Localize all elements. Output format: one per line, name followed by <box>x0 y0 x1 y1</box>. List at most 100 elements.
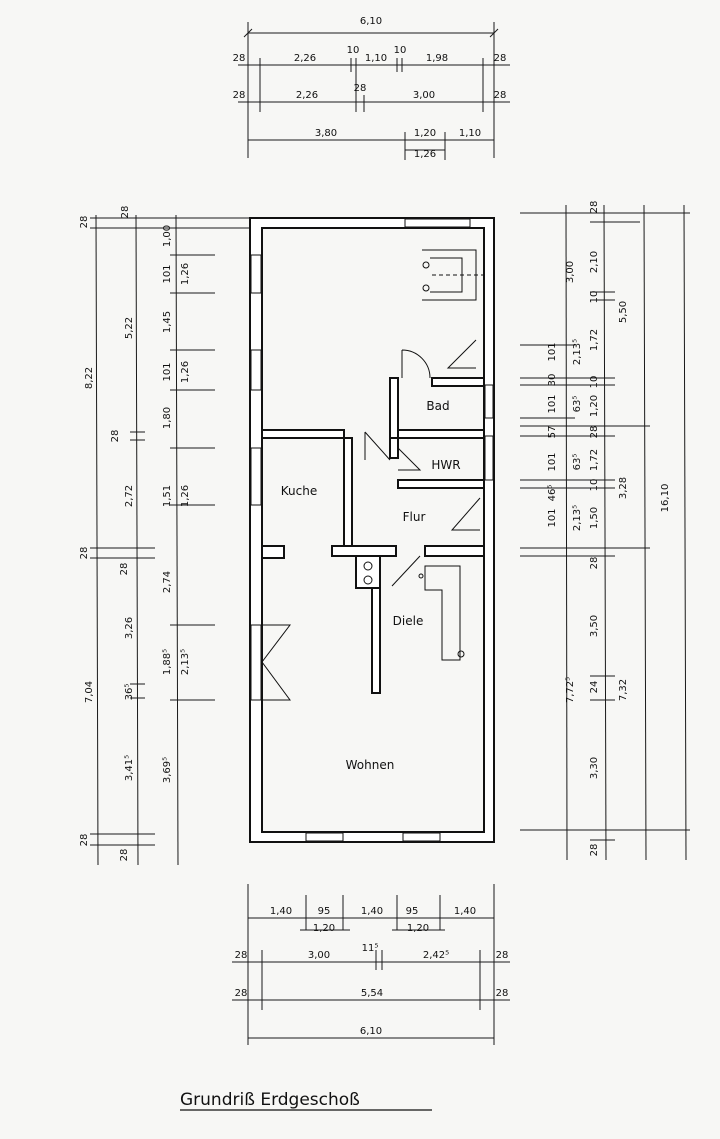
bottom-dim-r1-2: 95 <box>318 906 331 917</box>
right-dim-c2-5: 2,13⁵ <box>572 505 583 531</box>
bottom-dim-r1-4: 95 <box>406 906 419 917</box>
right-dimensions <box>520 204 690 861</box>
right-dim-c3-13: 24 <box>589 681 600 694</box>
bottom-dim-r1-5: 1,40 <box>454 906 476 917</box>
bottom-dim-r3-1: 28 <box>235 988 248 999</box>
right-dim-c3-15: 28 <box>589 844 600 857</box>
right-dim-c3-10: 1,50 <box>589 507 600 529</box>
right-dim-c3-4: 1,72 <box>589 329 600 351</box>
right-dim-c3-9: 10 <box>589 479 600 492</box>
room-label-hwr: HWR <box>431 458 460 472</box>
left-dim-c4-1: 1,26 <box>180 263 191 285</box>
bottom-dim-r2-2: 3,00 <box>308 950 330 961</box>
bottom-dimensions <box>232 884 510 1045</box>
top-dim-r3-2: 2,26 <box>296 90 318 101</box>
left-dim-c3-7: 2,74 <box>162 571 173 593</box>
top-dim-r4-3: 1,10 <box>459 128 481 139</box>
top-dim-r2-1: 28 <box>233 53 246 64</box>
top-dim-r2-6: 1,98 <box>426 53 448 64</box>
left-dim-c3-4: 101 <box>162 362 173 381</box>
left-dim-c3-5: 1,80 <box>162 407 173 429</box>
bottom-dim-r1-1: 1,40 <box>270 906 292 917</box>
left-dim-c1-2: 8,22 <box>84 367 95 389</box>
left-dim-c3-1: 1,00 <box>162 225 173 247</box>
left-dim-c4-2: 1,26 <box>180 361 191 383</box>
bottom-dim-r2-3: 11⁵ <box>362 943 379 954</box>
right-dim-c1b-2: 57 <box>547 426 558 439</box>
left-dim-c1-5: 28 <box>79 834 90 847</box>
bottom-dim-r1-3: 1,40 <box>361 906 383 917</box>
left-dim-c1-4: 7,04 <box>84 681 95 703</box>
building-walls <box>249 217 495 843</box>
top-dim-r3-4: 3,00 <box>413 90 435 101</box>
top-dim-r2-4: 1,10 <box>365 53 387 64</box>
right-dim-c3-2: 2,10 <box>589 251 600 273</box>
door-swings <box>364 339 481 587</box>
right-dim-c1-1: 101 <box>547 342 558 361</box>
top-dim-r2-5: 10 <box>394 45 407 56</box>
top-dim-r3-3: 28 <box>354 83 367 94</box>
left-dim-c4-3: 1,26 <box>180 485 191 507</box>
room-label-bad: Bad <box>426 399 449 413</box>
top-dim-r2-2: 2,26 <box>294 53 316 64</box>
bottom-dim-r2-4: 2,42⁵ <box>423 950 449 961</box>
bottom-dim-r2-1: 28 <box>235 950 248 961</box>
left-dim-c2-3: 2,72 <box>124 485 135 507</box>
bottom-dim-r3-3: 28 <box>496 988 509 999</box>
right-dim-c2-1: 3,00 <box>565 261 576 283</box>
left-dimensions <box>90 214 250 866</box>
room-label-diele: Diele <box>393 614 424 628</box>
left-dim-c2-7: 3,41⁵ <box>124 755 135 781</box>
bottom-dim-r1b-2: 1,20 <box>407 923 429 934</box>
top-dim-r4-1: 3,80 <box>315 128 337 139</box>
right-dim-c3-7: 28 <box>589 426 600 439</box>
right-dim-c4-2: 3,28 <box>618 477 629 499</box>
page-title: Grundriß Erdgeschoß <box>180 1090 360 1110</box>
right-dim-c1-2: 101 <box>547 394 558 413</box>
top-dim-r3-5: 28 <box>494 90 507 101</box>
left-dim-c3-9: 3,69⁵ <box>162 757 173 783</box>
left-dim-c2-2: 5,22 <box>124 317 135 339</box>
right-dim-c2-3: 63⁵ <box>572 396 583 413</box>
right-dim-c2-6: 7,72⁵ <box>565 677 576 703</box>
left-dim-c4-4: 2,13⁵ <box>180 649 191 675</box>
left-dim-c1-3: 28 <box>79 547 90 560</box>
left-dim-c2-6: 36⁵ <box>124 684 135 701</box>
right-dim-c3-5: 10 <box>589 376 600 389</box>
stove-icon <box>363 561 465 658</box>
right-dim-c3-11: 28 <box>589 557 600 570</box>
left-dim-c3-2: 101 <box>162 264 173 283</box>
left-dim-c3-8: 1,88⁵ <box>162 649 173 675</box>
right-dim-c4-1: 5,50 <box>618 301 629 323</box>
bathtub-fixture <box>422 249 488 301</box>
left-dim-c2-1: 28 <box>120 206 131 219</box>
right-dim-c2-2: 2,13⁵ <box>572 339 583 365</box>
room-label-kueche: Kuche <box>281 484 317 498</box>
bottom-dim-r2-5: 28 <box>496 950 509 961</box>
top-dim-r2-7: 28 <box>494 53 507 64</box>
right-dim-c4-3: 7,32 <box>618 679 629 701</box>
right-dim-c3-12: 3,50 <box>589 615 600 637</box>
top-dim-total: 6,10 <box>360 16 382 27</box>
right-dim-c1-3: 101 <box>547 452 558 471</box>
bottom-dim-r3-2: 5,54 <box>361 988 383 999</box>
right-dim-c3-6: 1,20 <box>589 395 600 417</box>
left-dim-c2-5: 3,26 <box>124 617 135 639</box>
bottom-dim-r1b-1: 1,20 <box>313 923 335 934</box>
right-dim-c1b-1: 30 <box>547 374 558 387</box>
left-dim-c2-4: 28 <box>119 563 130 576</box>
right-dim-c3-3: 10 <box>589 291 600 304</box>
left-dim-c2b-1: 28 <box>110 430 121 443</box>
top-dim-r2-3: 10 <box>347 45 360 56</box>
right-dim-c3-14: 3,30 <box>589 757 600 779</box>
left-dim-c3-6: 1,51 <box>162 485 173 507</box>
left-dim-c1-1: 28 <box>79 216 90 229</box>
top-dim-r4b-1: 1,26 <box>414 149 436 160</box>
right-dim-c2-4: 63⁵ <box>572 454 583 471</box>
left-dim-c3-3: 1,45 <box>162 311 173 333</box>
left-dim-c2-8: 28 <box>119 849 130 862</box>
right-dim-c1b-3: 46⁵ <box>547 485 558 502</box>
bottom-dim-r4-1: 6,10 <box>360 1026 382 1037</box>
right-dim-c1-4: 101 <box>547 508 558 527</box>
